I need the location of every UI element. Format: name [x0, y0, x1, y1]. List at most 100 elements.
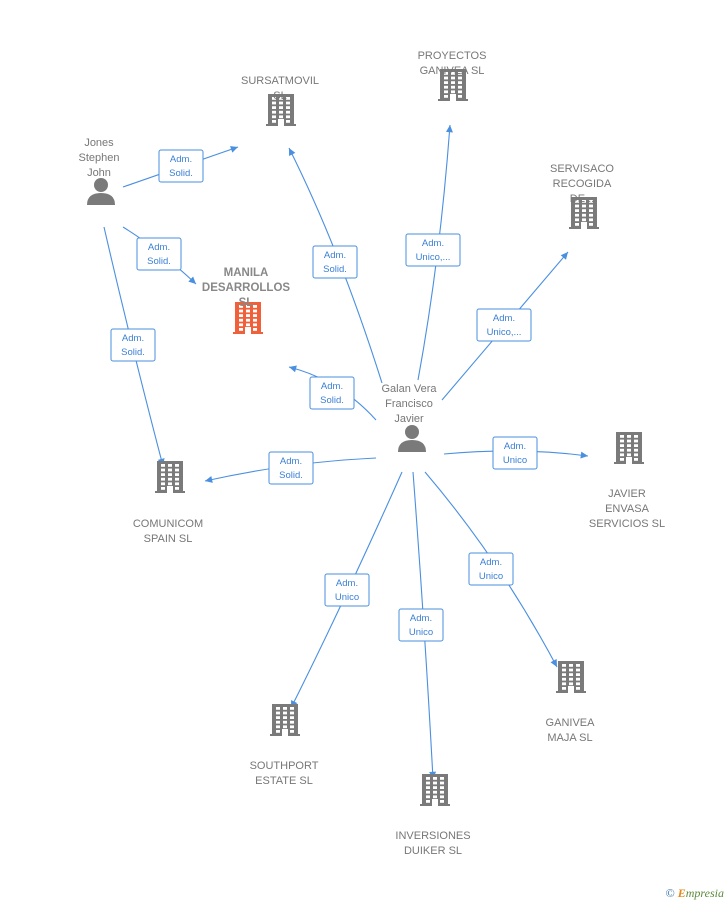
person-icon — [87, 178, 115, 205]
building-icon — [270, 704, 300, 736]
node-label: Stephen — [79, 152, 120, 164]
building-icon — [556, 661, 586, 693]
edge-label-box[interactable] — [158, 149, 204, 183]
node-label: GANIVEA — [546, 717, 596, 729]
node-label: GANIVEA SL — [420, 65, 485, 77]
node-label: JAVIER — [608, 488, 646, 500]
brand-watermark: ©Empresia — [666, 886, 724, 901]
arrow-head-icon — [205, 476, 213, 483]
edge-galan-servisaco: Adm.Unico,... — [441, 251, 569, 401]
edge-jones-manila: Adm. Solid. — [122, 226, 197, 285]
edge-label-box[interactable] — [309, 376, 355, 410]
edge-label-text: Adm. — [504, 441, 526, 452]
edge-galan-proyectos: Adm. Unico,... — [405, 124, 461, 381]
node-label: Francisco — [385, 398, 433, 410]
edge-label-box[interactable] — [312, 245, 358, 279]
edge-label-text: Adm. — [148, 242, 170, 253]
building-icon — [614, 432, 644, 464]
arrow-head-icon — [289, 365, 297, 373]
node-comunicom[interactable]: COMUNICOM SPAIN SL — [133, 461, 203, 545]
edge-label-text: Adm. — [410, 613, 432, 624]
arrow-head-icon — [580, 451, 588, 459]
node-label: ESTATE SL — [255, 775, 313, 787]
edge-galan-southport: Adm. Unico — [290, 471, 403, 709]
node-label: SL — [273, 90, 286, 102]
edge-label-text: Solid. — [320, 395, 344, 406]
node-servisaco[interactable]: SERVISACORECOGIDADE... — [550, 163, 614, 229]
edge-label-box[interactable] — [398, 608, 444, 642]
node-javier[interactable]: JAVIER ENVASA SERVICIOS SL — [589, 432, 665, 530]
edge-label-text: Solid. — [121, 347, 145, 358]
edge-label-box[interactable] — [268, 451, 314, 485]
edge-label-text: Unico — [479, 571, 503, 582]
edge-label-text: Adm. — [170, 154, 192, 165]
arrow-head-icon — [550, 659, 557, 667]
node-label: COMUNICOM — [133, 518, 203, 530]
edge-label-box[interactable] — [405, 233, 461, 267]
node-label: SL — [239, 297, 254, 309]
building-icon — [155, 461, 185, 493]
edge-label-box[interactable] — [110, 328, 156, 362]
node-label: Jones — [84, 137, 114, 149]
node-inversiones[interactable]: INVERSIONES DUIKER SL — [395, 774, 471, 857]
node-label: DESARROLLOS — [202, 282, 291, 294]
edge-galan-sursat: Adm. Solid. — [288, 147, 383, 384]
node-label: MANILA — [224, 267, 269, 279]
node-ganivea_maja[interactable]: GANIVEA MAJA SL — [546, 661, 596, 744]
node-southport[interactable]: SOUTHPORT ESTATE SL — [250, 704, 319, 787]
edge-label-text: Unico — [409, 627, 433, 638]
arrow-head-icon — [560, 252, 568, 260]
edge-label-text: Adm. — [324, 250, 346, 261]
node-manila[interactable]: MANILA DESARROLLOS SL — [202, 267, 291, 334]
node-label: Javier — [394, 413, 424, 425]
node-sursat[interactable]: SURSATMOVIL SL — [241, 75, 319, 126]
person-icon — [398, 425, 426, 452]
edge-galan-ganivea_maja: Adm. Unico — [424, 471, 558, 668]
node-label: SERVICIOS SL — [589, 518, 665, 530]
brand-name: mpresia — [685, 886, 724, 900]
node-label: INVERSIONES — [395, 830, 470, 842]
arrow-head-icon — [445, 125, 453, 133]
edge-galan-javier: Adm. Unico — [443, 436, 589, 470]
building-icon — [266, 94, 296, 126]
edge-label-text: Adm. — [321, 381, 343, 392]
edge-label-text: Solid. — [147, 256, 171, 267]
node-label: RECOGIDA — [553, 178, 612, 190]
edge-label-text: Adm. — [422, 238, 444, 249]
node-label: Galan Vera — [381, 383, 437, 395]
arrow-head-icon — [289, 148, 296, 156]
node-label: John — [87, 167, 111, 179]
node-label: SPAIN SL — [144, 533, 193, 545]
edge-galan-manila: Adm. Solid. — [288, 365, 377, 421]
edge-label-text: Solid. — [323, 264, 347, 275]
edge-jones-sursat: Adm.Solid. — [122, 146, 239, 188]
node-label: SURSATMOVIL — [241, 75, 319, 87]
edge-label-text: Adm. — [336, 578, 358, 589]
edge-label-box[interactable] — [492, 436, 538, 470]
node-label: SERVISACO — [550, 163, 614, 175]
node-label: DUIKER SL — [404, 845, 462, 857]
edge-label-box[interactable] — [476, 308, 532, 342]
edge-label-box[interactable] — [468, 552, 514, 586]
edge-label-box[interactable] — [324, 573, 370, 607]
edge-label-text: Adm. — [480, 557, 502, 568]
node-label: MAJA SL — [547, 732, 592, 744]
arrow-head-icon — [188, 276, 196, 284]
edge-label-text: Unico,... — [416, 252, 451, 263]
edge-label-text: Unico — [335, 592, 359, 603]
edge-label-text: Unico — [503, 455, 527, 466]
edge-label-box[interactable] — [136, 237, 182, 271]
brand-initial: E — [677, 886, 686, 900]
edge-galan-comunicom: Adm. Solid. — [204, 451, 377, 485]
building-icon — [420, 774, 450, 806]
arrow-head-icon — [230, 146, 238, 153]
node-label: ENVASA — [605, 503, 649, 515]
edge-label-text: Solid. — [279, 470, 303, 481]
building-icon — [233, 302, 263, 334]
building-icon — [569, 197, 599, 229]
node-label: SOUTHPORT — [250, 760, 319, 772]
edge-label-text: Adm. — [280, 456, 302, 467]
